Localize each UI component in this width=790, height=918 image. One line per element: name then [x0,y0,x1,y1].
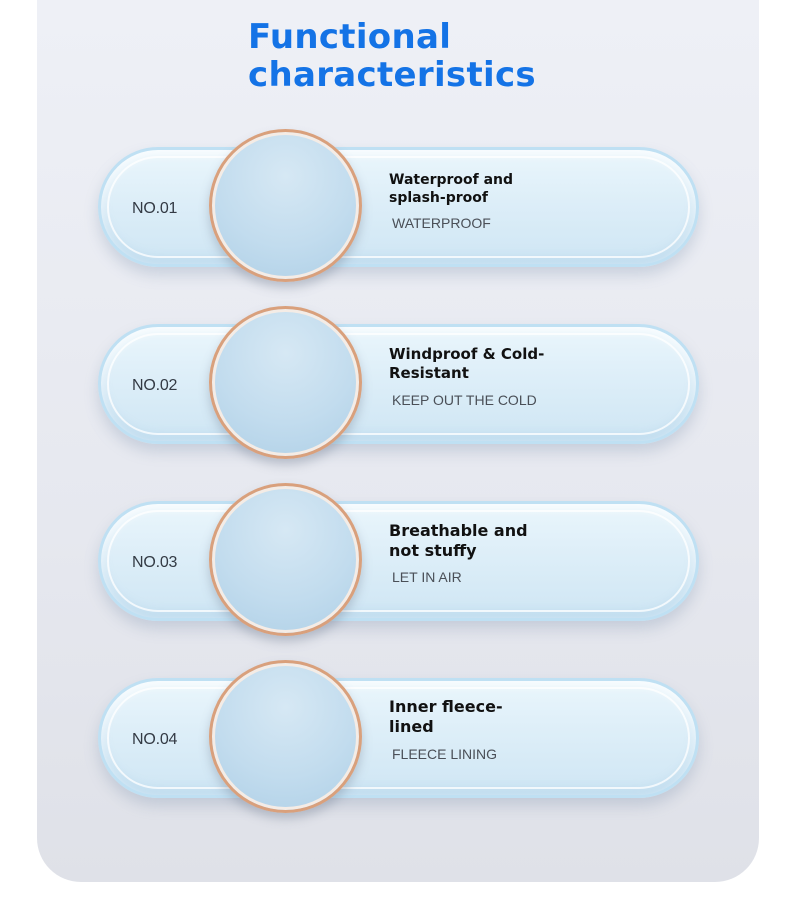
feature-number: NO.02 [132,377,178,394]
feature-number: NO.01 [132,200,178,217]
feature-subtitle: KEEP OUT THE COLD [392,392,537,408]
feature-title: Inner fleece-lined [389,697,503,736]
feature-number: NO.03 [132,554,178,571]
feature-image-circle [209,483,362,636]
feature-subtitle: LET IN AIR [392,569,462,585]
feature-subtitle: WATERPROOF [392,215,491,231]
title-line-2: characteristics [248,55,536,95]
feature-image-circle [209,660,362,813]
feature-card-3 [98,501,699,621]
feature-subtitle: FLEECE LINING [392,746,498,762]
page-title: Functional characteristics [248,18,536,94]
feature-title: Breathable and not stuffy [389,521,528,560]
feature-image-circle [209,129,362,282]
feature-title: Windproof & Cold-Resistant [389,345,545,382]
feature-card-1 [98,147,699,267]
feature-card-4 [98,678,699,798]
title-line-1: Functional [248,17,452,57]
feature-number: NO.04 [132,731,178,748]
feature-image-circle [209,306,362,459]
feature-title: Waterproof and splash-proof [389,172,514,206]
feature-card-2 [98,324,699,444]
